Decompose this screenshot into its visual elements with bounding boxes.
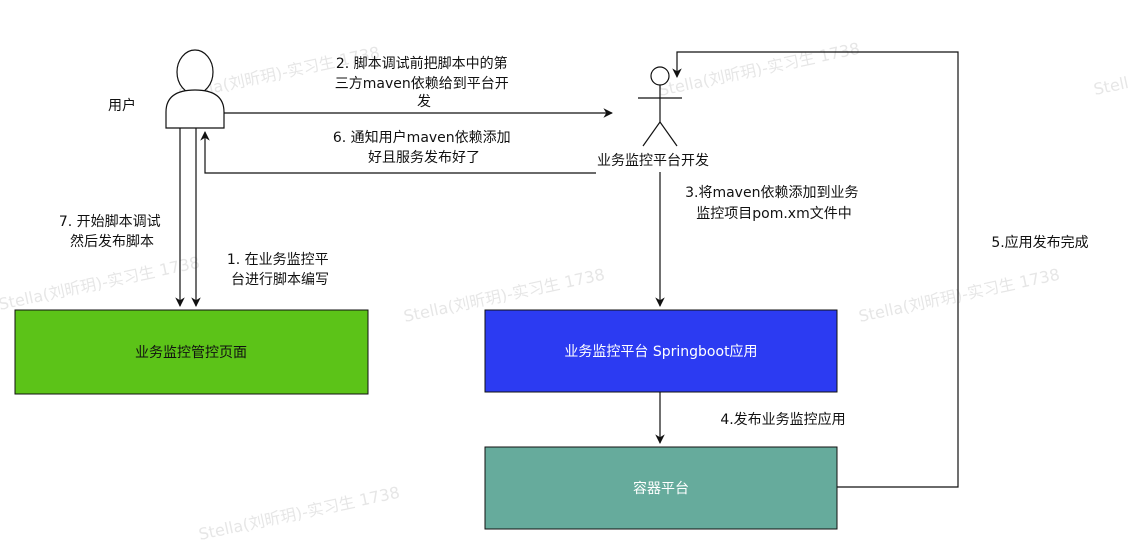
- console-page-box[interactable]: [14, 309, 369, 395]
- edge-step6-arrow: [200, 131, 596, 174]
- step7-label: 7. 开始脚本调试 然后发布脚本: [59, 214, 165, 250]
- watermark-text: Stella(刘昕玥)-实习生 1738: [857, 265, 1062, 326]
- console-page-label: 业务监控管控页面: [135, 345, 247, 361]
- developer-label: 业务监控平台开发: [597, 153, 709, 169]
- developer-stick-figure-icon: [638, 66, 682, 147]
- step1-label: 1. 在业务监控平 台进行脚本编写: [227, 252, 333, 288]
- watermark-text: Stella(刘昕玥)-实习生 1738: [1092, 38, 1128, 99]
- step3-label: 3.将maven依赖添加到业务 监控项目pom.xm文件中: [685, 185, 863, 222]
- user-actor-icon: [165, 49, 225, 129]
- edge-step5-arrow: [672, 51, 959, 488]
- step2-label: 2. 脚本调试前把脚本中的第 三方maven依赖给到平台开 发: [335, 55, 513, 110]
- step4-label: 4.发布业务监控应用: [720, 411, 845, 428]
- watermark-text: Stella(刘昕玥)-实习生 1738: [657, 39, 862, 100]
- step5-label: 5.应用发布完成: [991, 234, 1088, 251]
- watermark-text: Stella(刘昕玥)-实习生 1738: [197, 483, 402, 544]
- springboot-app-box[interactable]: [484, 309, 838, 393]
- watermark-text: Stella(刘昕玥)-实习生 1738: [0, 253, 201, 314]
- container-platform-label: 容器平台: [633, 480, 689, 497]
- user-label: 用户: [108, 97, 136, 114]
- step6-label: 6. 通知用户maven依赖添加 好且服务发布好了: [333, 129, 515, 166]
- container-platform-box[interactable]: [484, 446, 838, 530]
- springboot-app-label: 业务监控平台 Springboot应用: [564, 343, 757, 360]
